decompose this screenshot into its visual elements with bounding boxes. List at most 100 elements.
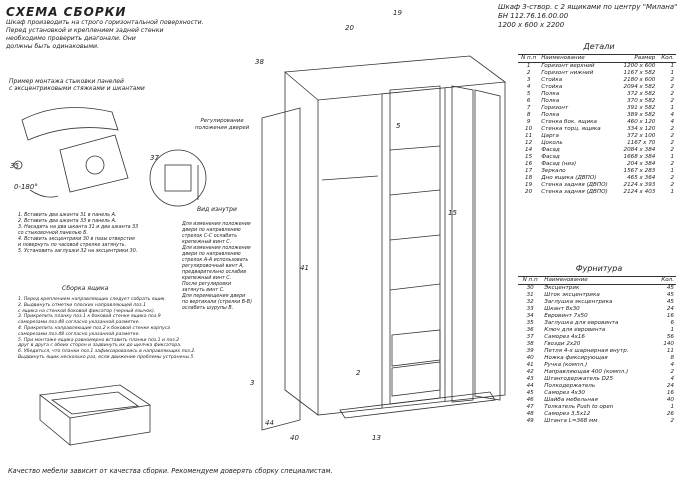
text-line: ослабить шурупы В. [182,306,234,311]
table-cell: 1167 x 70 [627,140,656,146]
table-cell: 372 x 100 [627,133,656,139]
door-note-title-line: Регулирование [200,118,244,124]
table-cell: Ключ для евровинта [544,327,606,333]
svg-text:13: 13 [372,434,381,442]
table-cell: 1 [670,168,674,174]
table-cell: 2124 x 393 [623,182,656,188]
column-header: Наименование [542,276,655,285]
text-line: с ящика на стенкой боковой фиксатор (чер… [18,308,156,314]
table-cell: 2 [670,133,674,139]
eccentric-cap [13,160,23,170]
drawer-note-text: 1. Перед креплением направляющих следует… [18,297,196,361]
table-cell: 2 [670,147,674,153]
text-line: 3. Насадить на два шканта 31 и два шкант… [18,225,139,230]
table-cell: 372 x 582 [627,91,656,97]
left-door [261,107,301,431]
table-cell: 49 [526,418,534,424]
table-cell: Полкодержатель [544,383,596,389]
text-line: стрелок С-С ослабить [182,234,238,239]
table-cell: 2124 x 403 [623,189,656,195]
table-cell: 8 [526,112,531,118]
text-line: 2. Вставить два шканта 33 в панель А. [18,219,117,224]
table-cell: 389 x 582 [627,112,656,118]
column-header: N п.п [518,54,540,63]
table-cell: Горизонт [541,105,569,111]
table-cell: 1 [670,105,674,111]
table-cell: Саморез 3,5x12 [544,411,591,417]
wardrobe-front [317,82,506,416]
table-cell: 2 [670,98,674,104]
table-cell: Стенка задняя (ДВПО) [541,189,608,195]
table-cell: Эксцентрик [544,285,580,291]
table-cell: Гвозди 2x20 [544,341,581,347]
table-cell: Толкатель Push to open [544,404,614,410]
table-cell: 30 [526,285,534,291]
table-cell: 56 [666,334,674,340]
table-cell: 2094 x 582 [623,84,656,90]
table-cell: 45 [666,285,674,291]
table-cell: 1 [670,327,674,333]
drawer-1 [391,329,441,367]
table-cell: 391 x 582 [627,105,656,111]
table-cell: 10 [525,126,533,132]
table-cell: 2 [670,175,674,181]
table-cell: 43 [526,376,534,382]
table-cell: 41 [526,362,534,368]
column-header: Размер [617,54,658,63]
table-cell: 2 [670,140,674,146]
column-header: N п.п [518,276,543,285]
table-cell: 1 [670,63,674,69]
svg-text:40: 40 [290,434,299,442]
table-cell: 8 [670,355,674,361]
table-cell: 19 [525,182,533,188]
table-cell: 40 [666,397,674,403]
text-line: друг в друга с обеих сторон и задвинуть … [18,343,182,349]
column-header: Наименование [539,54,618,63]
text-line: Выдвинуть ящик несколько раз, если движе… [18,354,194,360]
table-cell: 18 [525,175,533,181]
table-cell: 2 [670,418,674,424]
footer-note: Качество мебели зависит от качества сбор… [8,467,333,475]
table-cell: Горизонт верхний [541,63,595,69]
text-line: 1. Перед креплением направляющих следует… [18,297,167,302]
table-cell: 5 [526,91,531,97]
table-cell: 32 [526,299,534,305]
table-cell: 16 [525,161,533,167]
table-cell: 37 [526,334,534,340]
table-cell: Фасад (низ) [541,161,577,167]
table-cell: 9 [526,119,531,125]
table-cell: 42 [526,369,534,375]
table-cell: 4 [670,112,674,118]
table-cell: Шкант 8x30 [544,306,580,312]
table-cell: 2 [670,182,674,188]
table-cell: Фасад [541,154,560,160]
table-cell: 15 [525,154,533,160]
table-cell: 4 [670,362,674,368]
text-line: крепежный винт С. [182,276,232,281]
text-line: двери по направлению [182,252,241,257]
intro-text: Шкаф производить на строго горизонтально… [6,19,266,51]
table-cell: 12 [525,140,533,146]
